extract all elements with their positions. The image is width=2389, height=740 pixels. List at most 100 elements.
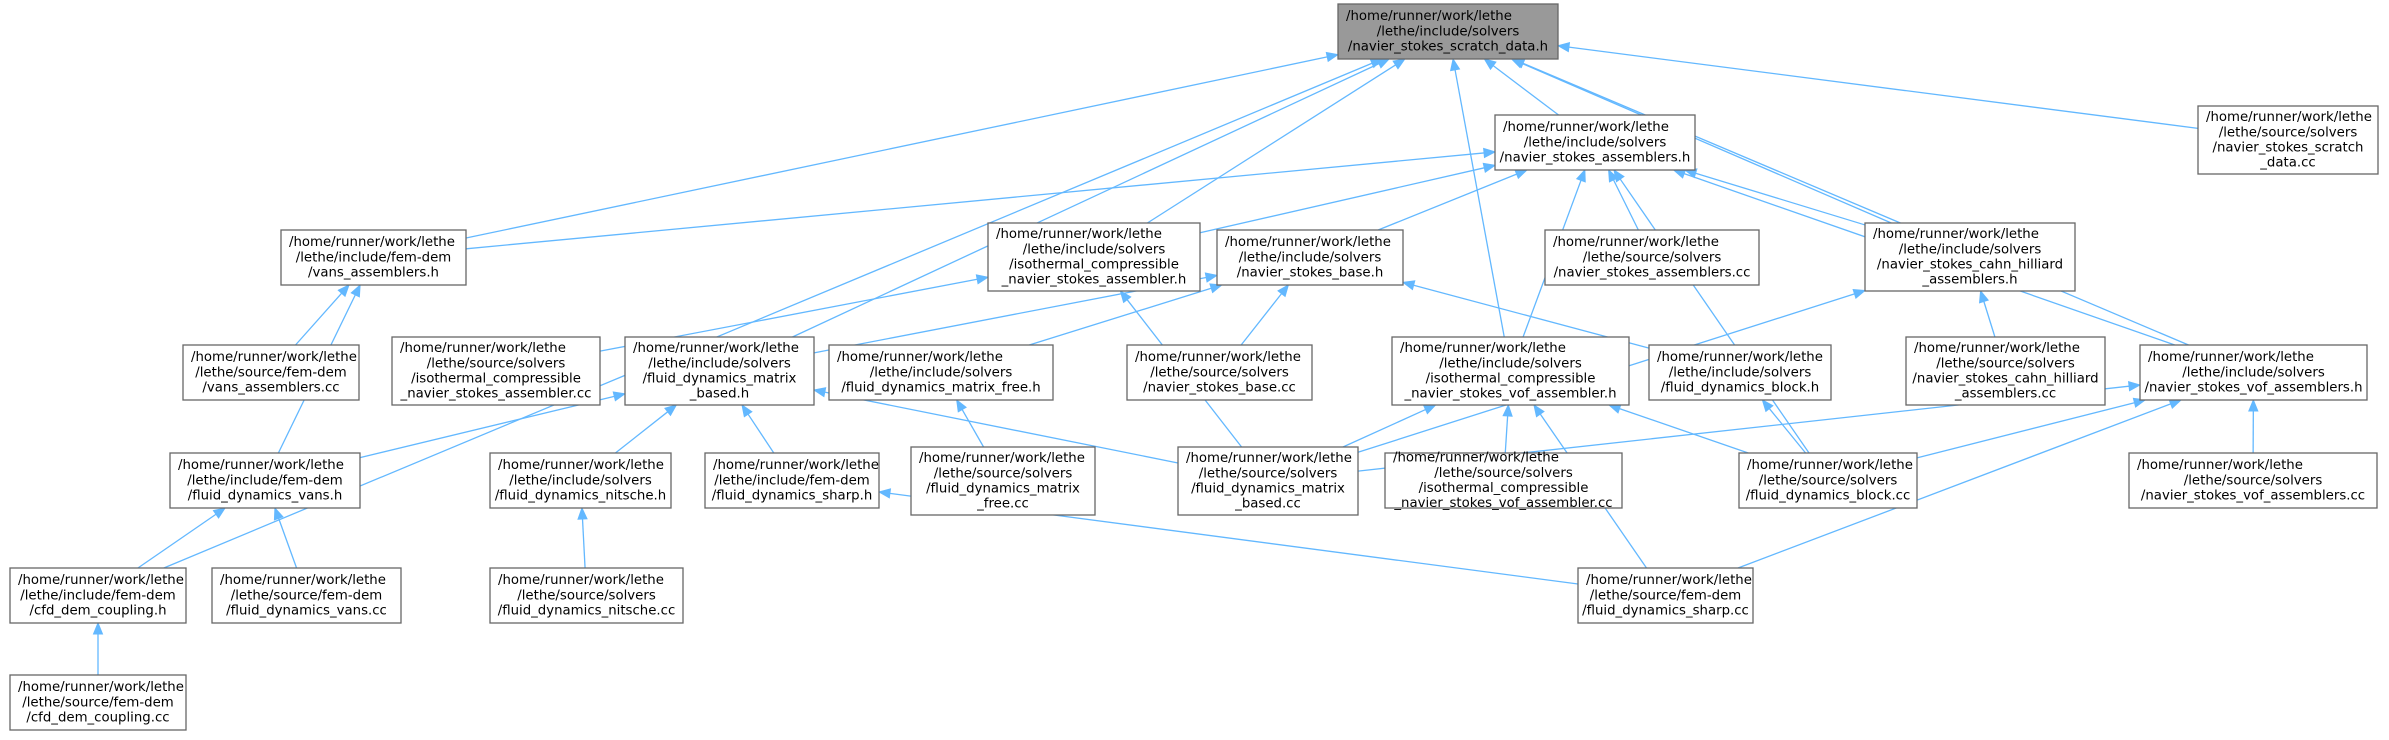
node-box[interactable] [1216,229,1404,286]
edge-line [1619,407,1749,454]
node-box[interactable] [910,446,1096,516]
node-label-line: /lethe/include/solvers [1439,356,1582,371]
edge-n29-to-n25 [92,621,104,675]
file-node-n29[interactable]: /home/runner/work/lethe/lethe/source/fem… [9,674,187,731]
node-box[interactable] [182,344,360,401]
file-node-n3[interactable]: /home/runner/work/lethe/lethe/include/fe… [280,229,467,286]
node-box[interactable] [1391,336,1630,406]
node-box[interactable] [1577,567,1754,624]
edge-line [581,518,586,569]
node-box[interactable] [704,452,880,509]
node-box[interactable] [1126,344,1313,401]
node-label-line: /home/runner/work/lethe [1657,350,1823,365]
node-box[interactable] [2128,452,2378,509]
edge-n4-to-n0 [1147,58,1406,224]
file-node-n23[interactable]: /home/runner/work/lethe/lethe/source/sol… [1738,452,1918,509]
edge-line [1737,403,2171,569]
node-box[interactable] [2139,344,2368,401]
node-box[interactable] [9,674,187,731]
edge-arrowhead [1483,58,1497,71]
node-box[interactable] [2197,105,2379,175]
edge-arrowhead [2248,398,2259,412]
file-node-n17[interactable]: /home/runner/work/lethe/lethe/include/fe… [169,452,361,509]
file-node-n19[interactable]: /home/runner/work/lethe/lethe/include/fe… [704,452,880,509]
node-box[interactable] [987,222,1201,292]
node-label-line: /home/runner/work/lethe [1135,350,1301,365]
edge-line [1454,69,1505,338]
edge-line [465,152,1485,250]
file-node-n24[interactable]: /home/runner/work/lethe/lethe/source/sol… [2128,452,2378,509]
node-box[interactable] [280,229,467,286]
file-node-n5[interactable]: /home/runner/work/lethe/lethe/include/so… [1216,229,1404,286]
node-box[interactable] [1384,452,1623,509]
node-box[interactable] [624,336,815,406]
node-label-line: /lethe/source/solvers [1759,473,1898,488]
file-node-n9[interactable]: /home/runner/work/lethe/lethe/source/sol… [391,336,601,406]
file-node-n18[interactable]: /home/runner/work/lethe/lethe/include/so… [489,452,672,509]
file-node-n10[interactable]: /home/runner/work/lethe/lethe/include/so… [624,336,815,406]
file-node-n28[interactable]: /home/runner/work/lethe/lethe/source/fem… [1577,567,1754,624]
file-node-n27[interactable]: /home/runner/work/lethe/lethe/source/sol… [489,567,684,624]
node-box[interactable] [1544,229,1760,286]
node-box[interactable] [828,344,1054,401]
file-node-n11[interactable]: /home/runner/work/lethe/lethe/include/so… [828,344,1054,401]
node-label-line: /home/runner/work/lethe [1225,235,1391,250]
node-label-line: /lethe/include/solvers [509,473,652,488]
file-node-n6[interactable]: /home/runner/work/lethe/lethe/source/sol… [1544,229,1760,286]
node-label-line: /navier_stokes_scratch_data.h [1348,40,1548,55]
edge-arrowhead [1556,41,1571,53]
edge-n10-to-n0 [792,58,1391,338]
edge-arrowhead [212,507,227,519]
edge-n23-to-n14 [1761,398,1807,454]
node-box[interactable] [1864,222,2076,292]
edge-n17-to-n10 [359,391,627,459]
edge-n19-to-n10 [741,403,775,454]
file-node-n4[interactable]: /home/runner/work/lethe/lethe/include/so… [987,222,1201,292]
edge-line [1522,62,2189,346]
file-node-n13[interactable]: /home/runner/work/lethe/lethe/include/so… [1391,336,1630,406]
file-node-n14[interactable]: /home/runner/work/lethe/lethe/include/so… [1648,344,1832,401]
node-label-line: /navier_stokes_base.cc [1143,381,1296,396]
node-box[interactable] [391,336,601,406]
root-node-n0[interactable]: /home/runner/work/lethe/lethe/include/so… [1337,3,1559,60]
node-box[interactable] [1494,114,1696,171]
edge-n1-to-n0 [1483,58,1559,116]
file-node-n21[interactable]: /home/runner/work/lethe/lethe/source/sol… [1177,446,1359,516]
node-box[interactable] [1337,3,1559,60]
node-box[interactable] [1905,336,2106,406]
file-node-n16[interactable]: /home/runner/work/lethe/lethe/include/so… [2139,344,2368,401]
file-node-n8[interactable]: /home/runner/work/lethe/lethe/source/fem… [182,344,360,401]
node-label-line: /home/runner/work/lethe [1346,9,1512,24]
node-label-line: /home/runner/work/lethe [713,458,879,473]
file-node-n2[interactable]: /home/runner/work/lethe/lethe/source/sol… [2197,105,2379,175]
node-label-line: _based.cc [1234,497,1301,512]
node-box[interactable] [169,452,361,509]
node-box[interactable] [1177,446,1359,516]
file-node-n26[interactable]: /home/runner/work/lethe/lethe/source/fem… [211,567,402,624]
node-box[interactable] [489,567,684,624]
edge-n18-to-n10 [615,404,678,454]
node-label-line: /isothermal_compressible [1419,481,1589,496]
node-box[interactable] [489,452,672,509]
file-node-n25[interactable]: /home/runner/work/lethe/lethe/include/fe… [9,567,187,624]
edge-n16-to-n0 [1511,58,2189,346]
file-node-n22[interactable]: /home/runner/work/lethe/lethe/source/sol… [1384,451,1623,512]
node-label-line: /navier_stokes_base.h [1237,266,1384,281]
node-label-line: /isothermal_compressible [1426,372,1596,387]
file-node-n1[interactable]: /home/runner/work/lethe/lethe/include/so… [1494,114,1696,171]
edge-line [747,413,775,454]
file-node-n20[interactable]: /home/runner/work/lethe/lethe/source/sol… [910,446,1096,516]
edge-n23-to-n1 [1613,168,1810,454]
file-node-n15[interactable]: /home/runner/work/lethe/lethe/source/sol… [1905,336,2106,406]
file-node-n12[interactable]: /home/runner/work/lethe/lethe/source/sol… [1126,344,1313,401]
edge-n21-to-n10 [812,387,1179,464]
node-box[interactable] [1648,344,1832,401]
node-box[interactable] [211,567,402,624]
node-label-line: _based.h [689,387,749,402]
node-box[interactable] [9,567,187,624]
edge-arrowhead [1608,168,1619,183]
node-label-line: /lethe/include/solvers [1899,242,2042,257]
file-node-n7[interactable]: /home/runner/work/lethe/lethe/include/so… [1864,222,2076,292]
node-box[interactable] [1738,452,1918,509]
edge-arrowhead [1482,162,1497,174]
